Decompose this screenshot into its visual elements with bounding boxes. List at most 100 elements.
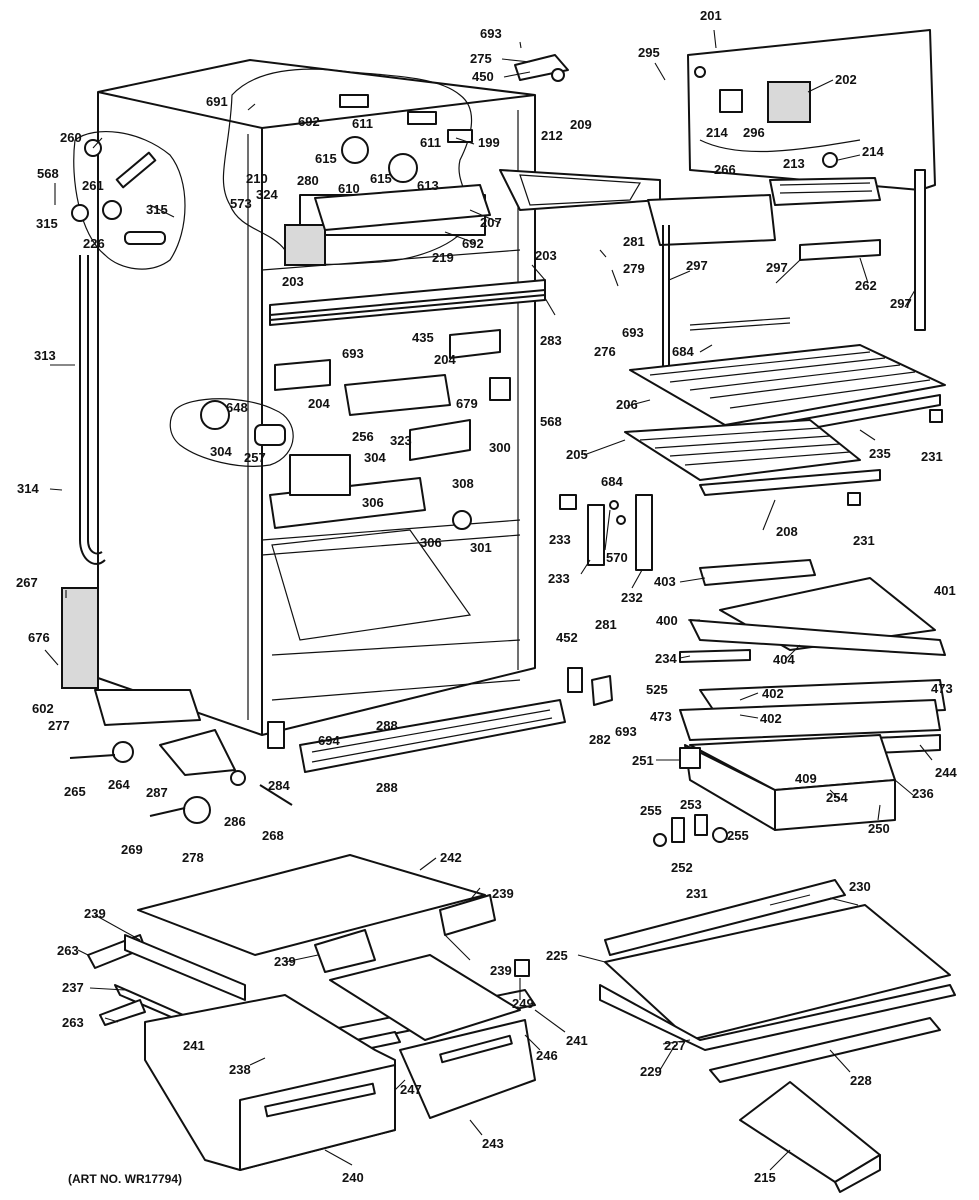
wire-shelves <box>624 344 946 496</box>
callout-402: 402 <box>760 711 782 726</box>
callout-308: 308 <box>452 476 474 491</box>
callout-263: 263 <box>57 943 79 958</box>
callout-306: 306 <box>362 495 384 510</box>
callout-693: 693 <box>622 325 644 340</box>
callout-402: 402 <box>762 686 784 701</box>
callout-297: 297 <box>686 258 708 273</box>
callout-239: 239 <box>492 886 514 901</box>
callout-208: 208 <box>776 524 798 539</box>
callout-251: 251 <box>632 753 654 768</box>
callout-246: 246 <box>536 1048 558 1063</box>
callout-401: 401 <box>934 583 956 598</box>
callout-207: 207 <box>480 215 502 230</box>
callout-693: 693 <box>615 724 637 739</box>
callout-231: 231 <box>853 533 875 548</box>
callout-214: 214 <box>706 125 728 140</box>
callout-226: 226 <box>83 236 105 251</box>
callout-206: 206 <box>616 397 638 412</box>
callout-265: 265 <box>64 784 86 799</box>
callout-288: 288 <box>376 780 398 795</box>
callout-256: 256 <box>352 429 374 444</box>
callout-214: 214 <box>862 144 884 159</box>
callout-228: 228 <box>850 1073 872 1088</box>
callout-247: 247 <box>400 1082 422 1097</box>
callout-400: 400 <box>656 613 678 628</box>
callout-233: 233 <box>548 571 570 586</box>
callout-252: 252 <box>671 860 693 875</box>
callout-260: 260 <box>60 130 82 145</box>
callout-694: 694 <box>318 733 340 748</box>
callout-297: 297 <box>890 296 912 311</box>
callout-238: 238 <box>229 1062 251 1077</box>
callout-691: 691 <box>206 94 228 109</box>
callout-300: 300 <box>489 440 511 455</box>
callout-286: 286 <box>224 814 246 829</box>
callout-573: 573 <box>230 196 252 211</box>
bottom-grille-and-hinges <box>69 667 613 824</box>
dairy-bin <box>739 1081 881 1193</box>
callout-568: 568 <box>540 414 562 429</box>
callout-267: 267 <box>16 575 38 590</box>
callout-692: 692 <box>462 236 484 251</box>
callout-610: 610 <box>338 181 360 196</box>
callout-269: 269 <box>121 842 143 857</box>
callout-231: 231 <box>921 449 943 464</box>
callout-239: 239 <box>274 954 296 969</box>
callout-288: 288 <box>376 718 398 733</box>
callout-199: 199 <box>478 135 500 150</box>
callout-229: 229 <box>640 1064 662 1079</box>
callout-277: 277 <box>48 718 70 733</box>
callout-250: 250 <box>868 821 890 836</box>
meat-pan-assembly <box>653 734 896 847</box>
callout-473: 473 <box>931 681 953 696</box>
callout-257: 257 <box>244 450 266 465</box>
callout-205: 205 <box>566 447 588 462</box>
callout-314: 314 <box>17 481 39 496</box>
callout-279: 279 <box>623 261 645 276</box>
callout-404: 404 <box>773 652 795 667</box>
callout-231: 231 <box>686 886 708 901</box>
callout-450: 450 <box>472 69 494 84</box>
callout-202: 202 <box>835 72 857 87</box>
callout-227: 227 <box>664 1038 686 1053</box>
callout-213: 213 <box>783 156 805 171</box>
callout-241: 241 <box>566 1033 588 1048</box>
crisper-cover-glass <box>137 854 486 956</box>
callout-268: 268 <box>262 828 284 843</box>
callout-570: 570 <box>606 550 628 565</box>
shelf-rails-and-mullions <box>662 169 926 370</box>
callout-203: 203 <box>535 248 557 263</box>
callout-613: 613 <box>417 178 439 193</box>
callout-435: 435 <box>412 330 434 345</box>
callout-693: 693 <box>480 26 502 41</box>
callout-296: 296 <box>743 125 765 140</box>
callout-276: 276 <box>594 344 616 359</box>
callout-237: 237 <box>62 980 84 995</box>
callout-301: 301 <box>470 540 492 555</box>
callout-313: 313 <box>34 348 56 363</box>
callout-287: 287 <box>146 785 168 800</box>
art-number: (ART NO. WR17794) <box>68 1172 183 1186</box>
callout-255: 255 <box>640 803 662 818</box>
shelf-supports <box>559 409 943 571</box>
callout-labels: 201 693 275 450 295 202 214 296 213 214 … <box>16 8 957 1185</box>
callout-240: 240 <box>342 1170 364 1185</box>
callout-282: 282 <box>589 732 611 747</box>
callout-254: 254 <box>826 790 848 805</box>
callout-679: 679 <box>456 396 478 411</box>
callout-234: 234 <box>655 651 677 666</box>
top-hinge <box>514 54 569 82</box>
callout-304: 304 <box>364 450 386 465</box>
callout-615: 615 <box>370 171 392 186</box>
evaporator-cover <box>687 29 936 191</box>
callout-281: 281 <box>595 617 617 632</box>
callout-693: 693 <box>342 346 364 361</box>
callout-233: 233 <box>549 532 571 547</box>
callout-232: 232 <box>621 590 643 605</box>
drain-tube-assembly <box>61 130 201 726</box>
callout-602: 602 <box>32 701 54 716</box>
callout-615: 615 <box>315 151 337 166</box>
callout-278: 278 <box>182 850 204 865</box>
glass-shelves <box>679 559 946 756</box>
